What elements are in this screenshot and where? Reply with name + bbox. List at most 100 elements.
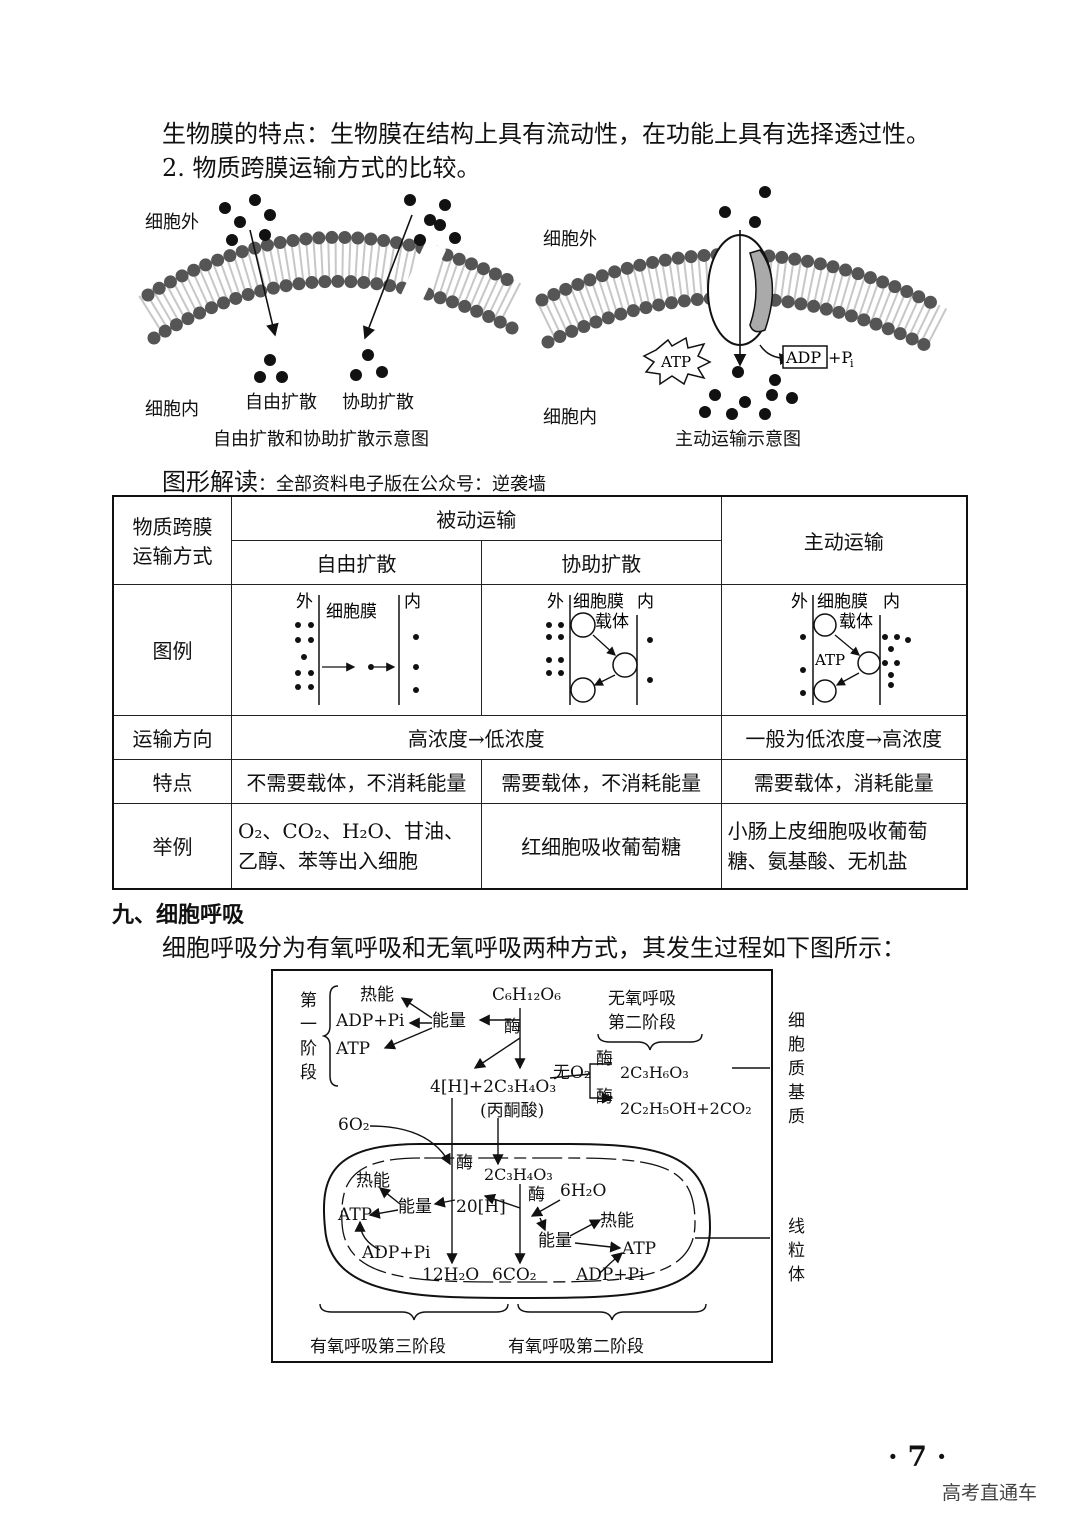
facilitated-diffusion-label: 协助扩散 [342, 392, 414, 413]
header-passive: 被动运输 [230, 495, 722, 541]
left-inside-label: 细胞内 [145, 399, 199, 420]
row-direction-label: 运输方向 [112, 714, 232, 760]
svg-text:内: 内 [883, 592, 900, 612]
direction-active: 一般为低浓度→高浓度 [720, 714, 968, 760]
diagram-active-svg: 外 细胞膜 内 载体 ATP [791, 592, 911, 705]
svg-text:酶: 酶 [596, 1049, 613, 1069]
svg-text:酶: 酶 [596, 1087, 613, 1107]
svg-text:载体: 载体 [595, 612, 629, 632]
row-example-label: 举例 [112, 802, 232, 890]
svg-text:内: 内 [637, 592, 654, 612]
svg-text:细胞膜: 细胞膜 [817, 592, 868, 612]
mito-heat-2: 热能 [600, 1211, 634, 1231]
right-membrane [535, 234, 951, 357]
svg-text:段: 段 [300, 1063, 317, 1083]
graphic-reading-label: 图形解读 [162, 468, 258, 496]
graphic-reading: 图形解读：全部资料电子版在公众号：逆袭墙 [162, 462, 546, 497]
diagram-free-svg: 外 细胞膜 内 [295, 592, 421, 705]
mito-heat-1: 热能 [356, 1171, 390, 1191]
svg-text:质: 质 [788, 1059, 805, 1079]
adp-label: ADP [785, 348, 821, 367]
anaerobic-stage2-line2: 第二阶段 [608, 1013, 676, 1033]
water-12: 12H₂O [422, 1265, 479, 1285]
svg-text:细胞膜: 细胞膜 [573, 592, 624, 612]
example-facilitated: 红细胞吸收葡萄糖 [480, 802, 722, 890]
mito-energy-1: 能量 [398, 1197, 432, 1217]
cytoplasm-c1: 细 [788, 1011, 805, 1031]
diagram-active: 外 细胞膜 内 载体 ATP [720, 583, 968, 716]
page-number: · 7 · [888, 1440, 947, 1473]
watermark: 高考直通车 [942, 1482, 1038, 1504]
glucose: C₆H₁₂O₆ [492, 985, 561, 1005]
example-free: O₂、CO₂、H₂O、甘油、乙醇、苯等出入细胞 [230, 802, 482, 890]
feature-free: 不需要载体，不消耗能量 [230, 758, 482, 804]
s1-heat: 热能 [360, 985, 394, 1005]
aerobic-stage-2: 有氧呼吸第二阶段 [508, 1337, 644, 1357]
mito-adp-2: ADP+Pi [575, 1265, 645, 1285]
membrane-figures: ATP ADP +P i [138, 186, 951, 420]
header-active: 主动运输 [720, 495, 968, 585]
free-diffusion-label: 自由扩散 [245, 392, 317, 413]
atp-star-icon [642, 336, 712, 386]
svg-text:ATP: ATP [814, 651, 845, 669]
no-o2: 无O₂ [553, 1063, 591, 1083]
svg-text:i: i [850, 357, 854, 370]
header-facilitated: 协助扩散 [480, 539, 722, 585]
feature-active: 需要载体，消耗能量 [720, 758, 968, 804]
transport-comparison-table: 物质跨膜运输方式 被动运输 主动运输 自由扩散 协助扩散 图例 外 细胞膜 内 [112, 495, 968, 890]
svg-text:质: 质 [788, 1107, 805, 1127]
right-molecules [699, 186, 798, 420]
svg-text:基: 基 [788, 1083, 805, 1103]
pyruvate: 4[H]+2C₃H₄O₃ [430, 1077, 556, 1097]
diagram-facilitated: 外 细胞膜 内 载体 [480, 583, 722, 716]
intro-line-1: 生物膜的特点：生物膜在结构上具有流动性，在功能上具有选择透过性。 [162, 120, 930, 148]
pyruvate-name: (丙酮酸) [480, 1101, 544, 1121]
s1-enzyme: 酶 [504, 1017, 521, 1037]
svg-text:外: 外 [296, 592, 313, 612]
right-outside-label: 细胞外 [543, 229, 597, 250]
mito-enzyme: 酶 [456, 1153, 473, 1173]
svg-text:体: 体 [788, 1265, 805, 1285]
right-caption: 主动运输示意图 [675, 429, 801, 450]
svg-text:外: 外 [547, 592, 564, 612]
direction-passive: 高浓度→低浓度 [230, 714, 722, 760]
pi-label: +P [828, 348, 852, 367]
water-6: 6H₂O [560, 1181, 606, 1201]
svg-text:载体: 载体 [839, 612, 873, 632]
left-membrane [138, 230, 526, 350]
mito-enzyme-2: 酶 [528, 1185, 545, 1205]
graphic-reading-note: ：全部资料电子版在公众号：逆袭墙 [258, 474, 546, 495]
example-active: 小肠上皮细胞吸收葡萄糖、氨基酸、无机盐 [720, 802, 968, 890]
anaerobic-stage2-line1: 无氧呼吸 [608, 989, 676, 1009]
svg-text:阶: 阶 [300, 1039, 317, 1059]
right-inside-label: 细胞内 [543, 407, 597, 428]
left-outside-label: 细胞外 [145, 212, 199, 233]
stage1-char-1: 第 [300, 991, 317, 1011]
respiration-diagram: 第 一 阶 段 热能 ADP+Pi ATP 能量 C₆H₁₂O₆ 酶 4[H]+… [271, 969, 805, 1363]
section-9-intro: 细胞呼吸分为有氧呼吸和无氧呼吸两种方式，其发生过程如下图所示： [162, 934, 906, 962]
header-method: 物质跨膜运输方式 [112, 495, 232, 585]
ethanol: 2C₂H₅OH+2CO₂ [620, 1099, 752, 1118]
svg-text:细胞膜: 细胞膜 [326, 602, 377, 622]
svg-text:一: 一 [300, 1015, 317, 1035]
s1-atp: ATP [335, 1039, 370, 1059]
diagram-facilitated-svg: 外 细胞膜 内 载体 [546, 592, 654, 705]
co2-6: 6CO₂ [492, 1265, 537, 1285]
feature-facilitated: 需要载体，不消耗能量 [480, 758, 722, 804]
oxygen: 6O₂ [338, 1115, 370, 1135]
row-feature-label: 特点 [112, 758, 232, 804]
svg-text:内: 内 [404, 592, 421, 612]
mito-pyruvate: 2C₃H₄O₃ [484, 1165, 553, 1184]
svg-text:外: 外 [791, 592, 808, 612]
mito-atp-1: ATP [337, 1205, 372, 1225]
mito-atp-2: ATP [621, 1239, 656, 1259]
mito-c1: 线 [788, 1217, 805, 1237]
left-molecules [219, 194, 461, 383]
svg-text:胞: 胞 [788, 1035, 805, 1055]
section-9-title: 九、细胞呼吸 [112, 903, 245, 928]
diagram-free: 外 细胞膜 内 [230, 583, 482, 716]
mito-adp-1: ADP+Pi [361, 1243, 431, 1263]
s1-adp: ADP+Pi [335, 1011, 405, 1031]
aerobic-stage-3: 有氧呼吸第三阶段 [310, 1337, 446, 1357]
lactic-acid: 2C₃H₆O₃ [620, 1063, 689, 1082]
